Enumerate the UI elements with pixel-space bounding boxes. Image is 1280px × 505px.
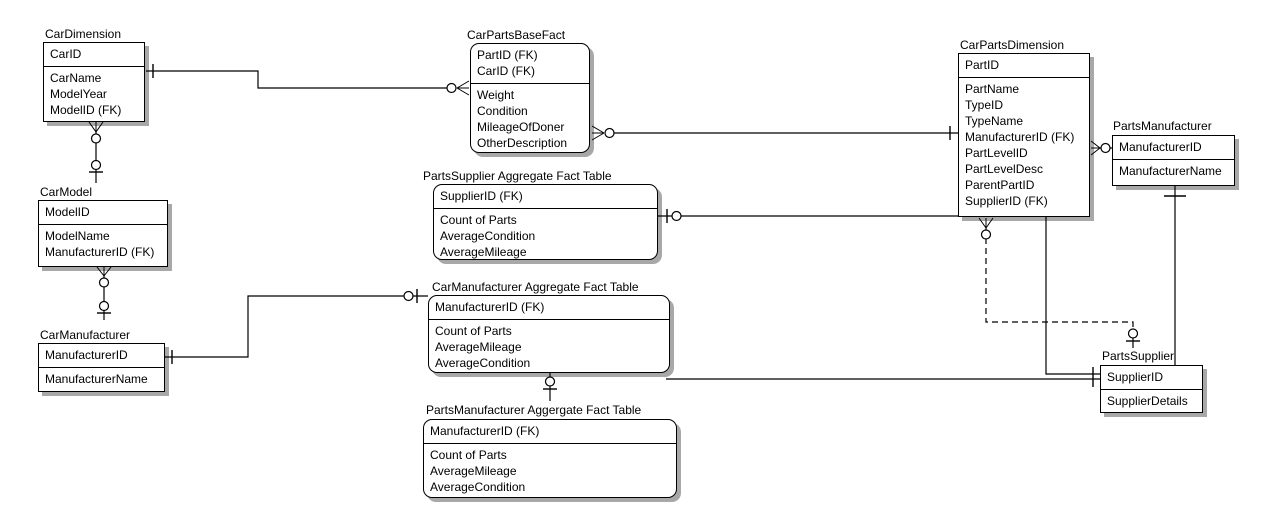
attribute: AverageMileage [430, 464, 517, 478]
key-section: SupplierID (FK) [434, 185, 657, 209]
entity-car-manufacturer-agg[interactable]: ManufacturerID (FK) Count of Parts Avera… [428, 295, 670, 373]
key-section: CarID [44, 43, 144, 67]
attribute: ManufacturerID [1119, 140, 1202, 154]
attribute: CarID [50, 47, 82, 61]
attribute: ManufacturerID (FK) [435, 300, 545, 314]
attribute: SupplierID [1107, 370, 1164, 384]
attr-section: ManufacturerName [39, 368, 164, 390]
attribute: ParentPartID [965, 178, 1035, 192]
relationship-carpartsbasefact-carpartsdimension [591, 125, 958, 141]
attribute: AverageCondition [435, 356, 531, 370]
key-section: PartID [959, 54, 1089, 78]
relationship-partsmanufacturer-partssupplier [1164, 186, 1186, 365]
entity-parts-manufacturer-agg[interactable]: ManufacturerID (FK) Count of Parts Avera… [423, 419, 677, 498]
attribute: AverageCondition [440, 229, 536, 243]
entity-title-car-model: CarModel [40, 185, 93, 199]
entity-parts-supplier[interactable]: SupplierID SupplierDetails [1100, 365, 1203, 413]
relationship-partssupplieragg-carpartsdimension [658, 209, 958, 223]
entity-title-parts-manufacturer-agg: PartsManufacturer Aggergate Fact Table [426, 403, 642, 417]
entity-car-dimension[interactable]: CarID CarName ModelYear ModelID (FK) [43, 42, 145, 122]
attr-section: Count of Parts AverageMileage AverageCon… [429, 320, 669, 374]
relationship-carmanufactureragg-partsmanufactureragg [543, 373, 557, 401]
attribute: Weight [477, 88, 515, 102]
entity-car-manufacturer[interactable]: ManufacturerID ManufacturerName [38, 343, 165, 392]
entity-parts-supplier-agg[interactable]: SupplierID (FK) Count of Parts AverageCo… [433, 184, 658, 260]
attribute: ManufacturerName [1119, 164, 1222, 178]
attr-section: SupplierDetails [1101, 390, 1202, 412]
attribute: ManufacturerID (FK) [45, 245, 155, 259]
attribute: ModelYear [50, 87, 107, 101]
attribute: CarName [50, 71, 102, 85]
attr-section: CarName ModelYear ModelID (FK) [44, 67, 144, 121]
attribute: ManufacturerID [45, 348, 128, 362]
attr-section: Weight Condition MileageOfDoner OtherDes… [471, 84, 589, 154]
entity-car-model[interactable]: ModelID ModelName ManufacturerID (FK) [38, 200, 168, 267]
entity-car-parts-dimension[interactable]: PartID PartName TypeID TypeName Manufact… [958, 53, 1090, 217]
key-section: PartID (FK) CarID (FK) [471, 44, 589, 84]
key-section: SupplierID [1101, 366, 1202, 390]
entity-title-car-parts-dimension: CarPartsDimension [960, 38, 1065, 52]
attribute: OtherDescription [477, 136, 568, 150]
entity-title-car-parts-base-fact: CarPartsBaseFact [467, 28, 566, 42]
attribute: PartLevelDesc [965, 162, 1044, 176]
attribute: ManufacturerID (FK) [430, 424, 540, 438]
attribute: Condition [477, 104, 528, 118]
relationship-carpartsdimension-partssupplier-solid [1045, 217, 1100, 387]
attribute: SupplierID (FK) [440, 189, 523, 203]
attribute: AverageCondition [430, 480, 526, 494]
attribute: ModelID [45, 205, 90, 219]
attribute: Count of Parts [435, 324, 512, 338]
attr-section: PartName TypeID TypeName ManufacturerID … [959, 78, 1089, 212]
entity-parts-manufacturer[interactable]: ManufacturerID ManufacturerName [1112, 135, 1235, 186]
attr-section: Count of Parts AverageCondition AverageM… [434, 209, 657, 263]
attribute: ModelName [45, 229, 110, 243]
key-section: ManufacturerID [1113, 136, 1234, 160]
entity-title-parts-supplier-agg: PartsSupplier Aggregate Fact Table [423, 169, 612, 183]
attr-section: Count of Parts AverageMileage AverageCon… [424, 444, 676, 498]
relationship-cardimension-carpartsbasefact [146, 64, 470, 96]
entity-title-parts-manufacturer: PartsManufacturer [1113, 119, 1212, 133]
key-section: ManufacturerID (FK) [429, 296, 669, 320]
key-section: ManufacturerID (FK) [424, 420, 676, 444]
attribute: MileageOfDoner [477, 120, 565, 134]
attribute: PartName [965, 82, 1020, 96]
attribute: SupplierDetails [1107, 394, 1188, 408]
relationship-carpartsdimension-partssupplier-dashed [978, 217, 1140, 348]
attribute: ModelID (FK) [50, 103, 122, 117]
key-section: ModelID [39, 201, 167, 225]
attribute: SupplierID (FK) [965, 194, 1048, 208]
entity-title-parts-supplier: PartsSupplier [1102, 349, 1175, 363]
entity-title-car-manufacturer: CarManufacturer [40, 328, 131, 342]
attribute: Count of Parts [430, 448, 507, 462]
entity-title-car-manufacturer-agg: CarManufacturer Aggregate Fact Table [432, 280, 639, 294]
attribute: CarID (FK) [477, 64, 535, 78]
relationship-carmanufacturer-carmanufactureragg [165, 289, 428, 364]
relationship-cardimension-carmodel [88, 121, 104, 183]
attribute: ManufacturerID (FK) [965, 130, 1075, 144]
entity-title-car-dimension: CarDimension [45, 27, 122, 41]
attribute: AverageMileage [440, 245, 527, 259]
relationship-carmodel-carmanufacturer [96, 266, 112, 320]
attribute: TypeID [965, 98, 1004, 112]
attribute: TypeName [965, 114, 1024, 128]
attribute: ManufacturerName [45, 372, 148, 386]
entity-car-parts-base-fact[interactable]: PartID (FK) CarID (FK) Weight Condition … [470, 43, 590, 153]
attribute: PartID (FK) [477, 48, 538, 62]
attribute: PartLevelID [965, 146, 1028, 160]
attr-section: ManufacturerName [1113, 160, 1234, 182]
attr-section: ModelName ManufacturerID (FK) [39, 225, 167, 263]
relationship-carpartsdimension-partsmanufacturer [1090, 140, 1112, 156]
attribute: Count of Parts [440, 213, 517, 227]
key-section: ManufacturerID [39, 344, 164, 368]
attribute: PartID [965, 58, 1000, 72]
attribute: AverageMileage [435, 340, 522, 354]
